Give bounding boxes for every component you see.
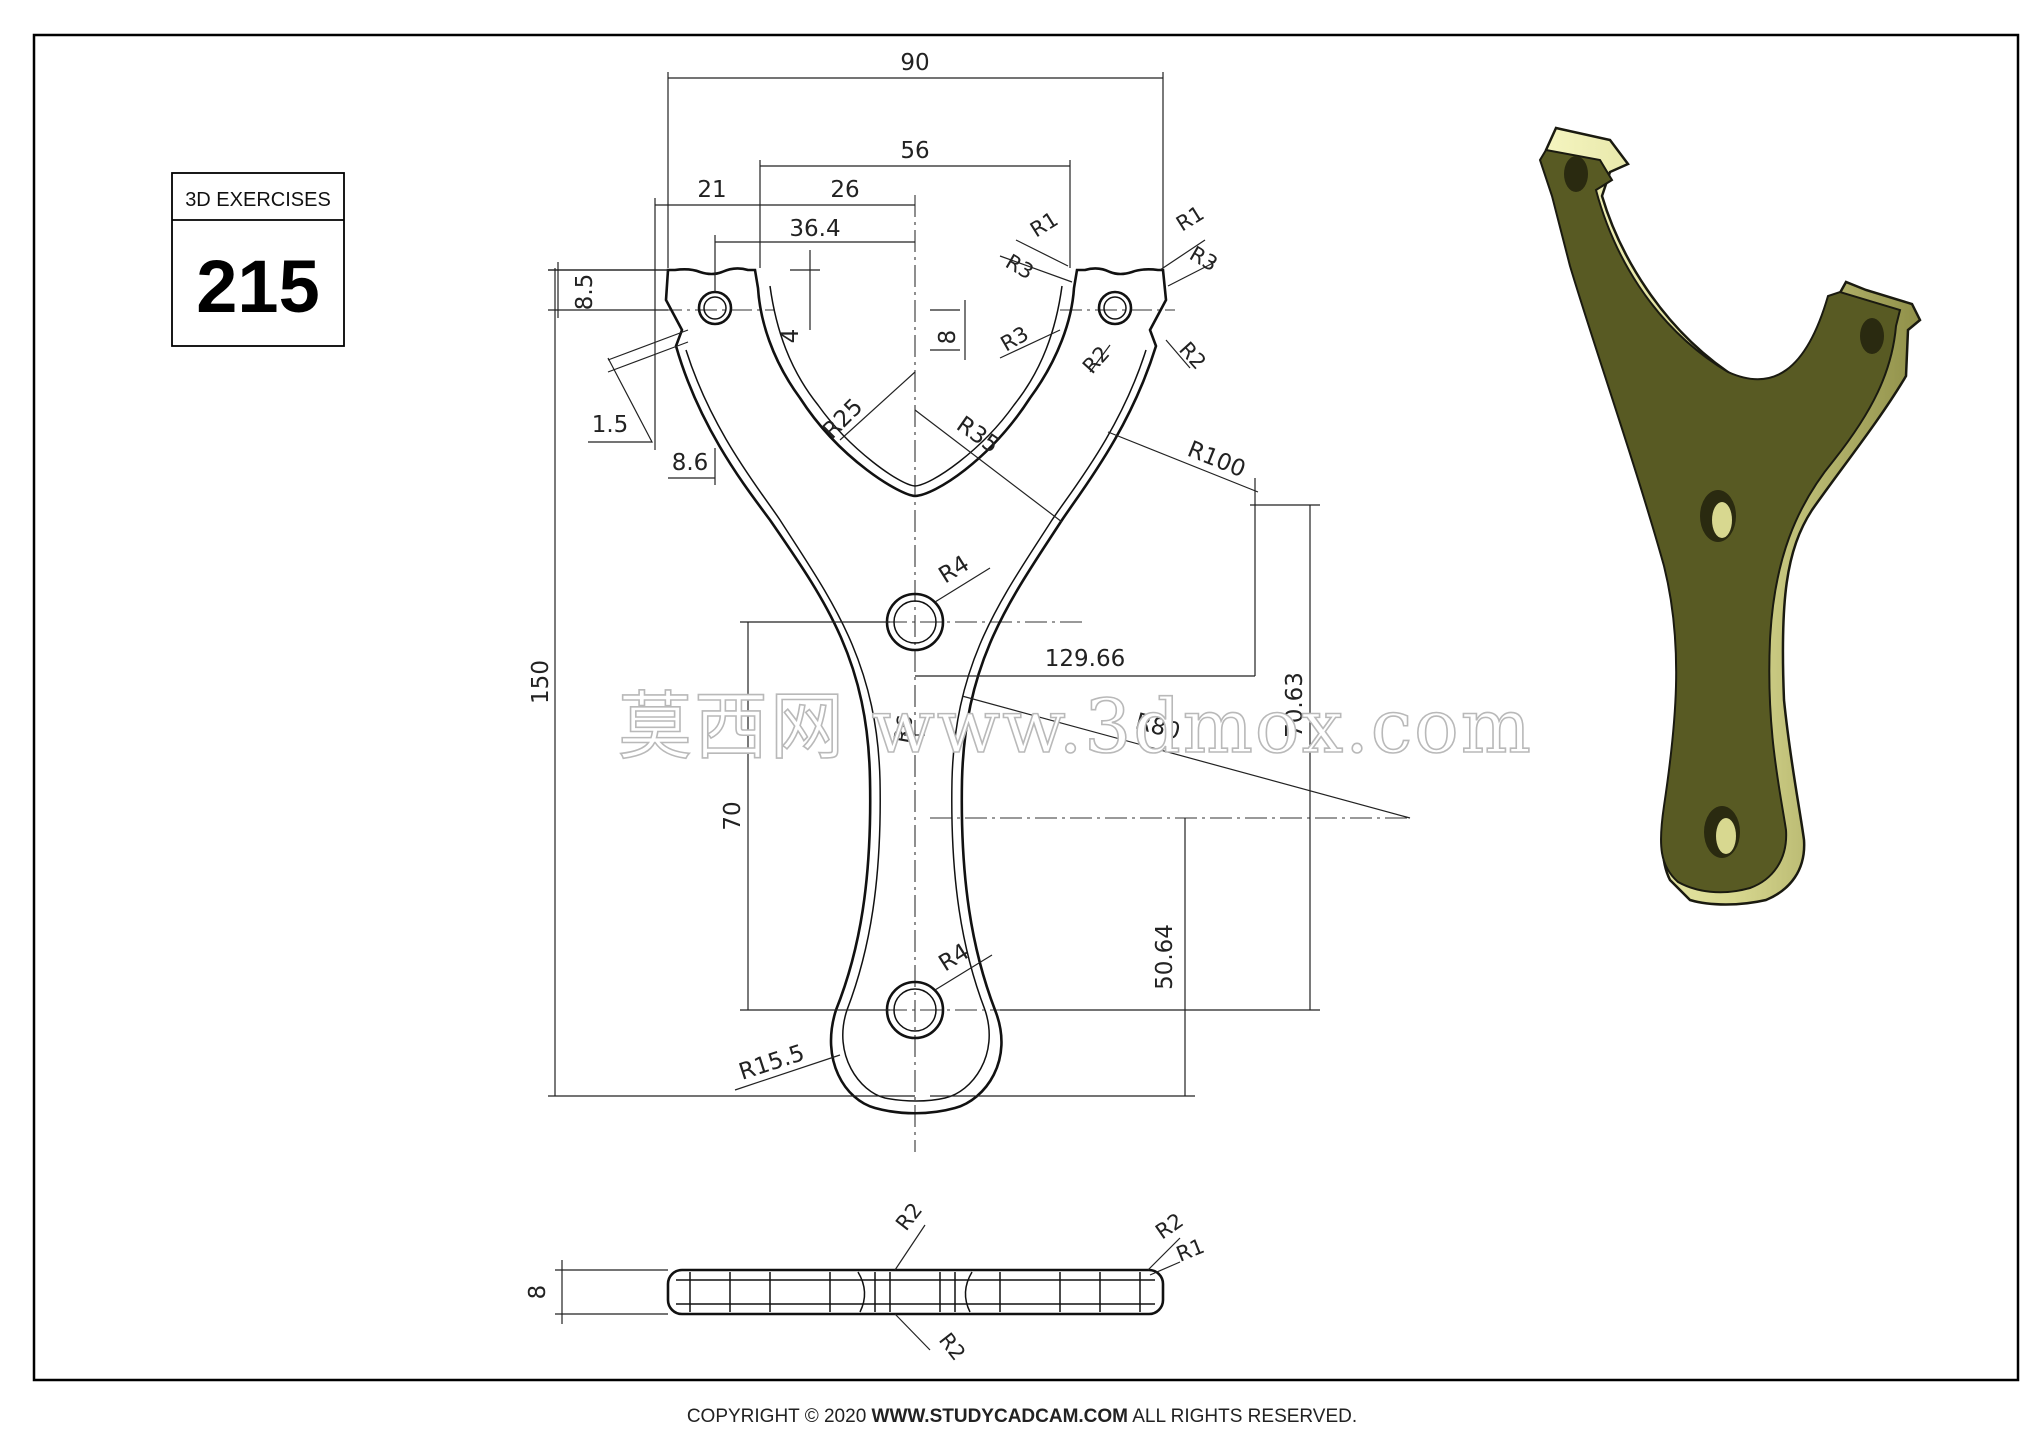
dim-70: 70 xyxy=(720,801,746,830)
dim-r15-5: R15.5 xyxy=(736,1040,808,1085)
footer-prefix: COPYRIGHT © 2020 xyxy=(687,1406,872,1427)
copyright-footer: COPYRIGHT © 2020 WWW.STUDYCADCAM.COM ALL… xyxy=(687,1406,1357,1427)
footer-suffix: ALL RIGHTS RESERVED. xyxy=(1128,1406,1357,1427)
dim-129-66: 129.66 xyxy=(1045,646,1125,672)
dim-4: 4 xyxy=(778,329,804,344)
dimension-texts: 90 56 21 26 36.4 8.5 4 8 1.5 8.6 150 70 … xyxy=(528,50,1308,1086)
side-view: 8 R2 R2 R1 R2 xyxy=(525,1198,1208,1365)
sheet-border xyxy=(32,33,2020,1382)
dim-26: 26 xyxy=(830,177,859,203)
dim-70-63: 70.63 xyxy=(1282,672,1308,738)
dim-r3-right-top: R3 xyxy=(1186,242,1222,277)
dim-side-r1-right: R1 xyxy=(1173,1234,1208,1267)
side-profile xyxy=(666,1268,1165,1316)
dimension-lines xyxy=(548,72,1411,1097)
dim-8: 8 xyxy=(935,330,961,345)
isometric-model xyxy=(1538,126,1922,906)
dim-150: 150 xyxy=(528,660,554,704)
front-view: 90 56 21 26 36.4 8.5 4 8 1.5 8.6 150 70 … xyxy=(528,50,1533,1152)
slingshot-outline xyxy=(664,267,1168,1115)
dim-side-8: 8 xyxy=(525,1285,551,1300)
dim-r1-right: R1 xyxy=(1172,201,1208,236)
badge-number: 215 xyxy=(196,245,319,328)
dim-r2-right-low: R2 xyxy=(1174,337,1211,374)
watermark: 莫西网 www.3dmox.com xyxy=(618,684,1533,770)
dim-side-r2-bottom: R2 xyxy=(934,1328,970,1365)
dim-50-64: 50.64 xyxy=(1152,924,1178,990)
dim-r100: R100 xyxy=(1184,436,1249,483)
badge-label: 3D EXERCISES xyxy=(185,189,331,211)
dim-r1-left: R1 xyxy=(1026,207,1062,242)
exercise-badge: 3D EXERCISES 215 xyxy=(171,172,345,347)
dim-r6: R6 xyxy=(889,713,917,745)
dim-r3-left-top: R3 xyxy=(1002,250,1038,285)
dim-r3-left-low: R3 xyxy=(997,322,1033,357)
dim-36-4: 36.4 xyxy=(789,216,840,242)
dim-side-r2-right: R2 xyxy=(1151,1208,1188,1244)
dim-8-5: 8.5 xyxy=(572,274,598,311)
dim-r4-top: R4 xyxy=(934,551,974,589)
dim-1-5: 1.5 xyxy=(592,412,629,438)
dim-r4-bottom: R4 xyxy=(934,939,974,977)
dim-56: 56 xyxy=(900,138,929,164)
dim-21: 21 xyxy=(697,177,726,203)
dim-r35: R35 xyxy=(952,412,1004,459)
footer-site: WWW.STUDYCADCAM.COM xyxy=(872,1406,1128,1427)
dim-90: 90 xyxy=(900,50,929,76)
dim-8-6: 8.6 xyxy=(672,450,709,476)
dim-r25: R25 xyxy=(818,394,868,444)
